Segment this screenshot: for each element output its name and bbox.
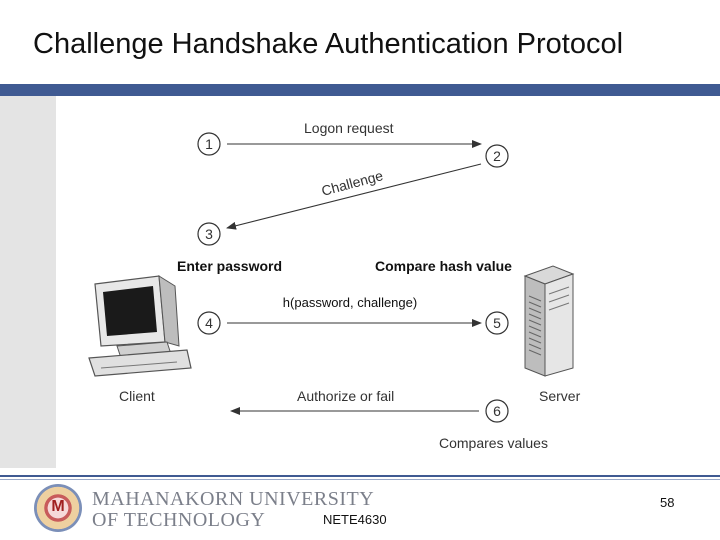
logon-request-label: Logon request [304,120,394,136]
logo-letter: M [51,498,65,515]
step-5: 5 [485,311,509,335]
course-code: NETE4630 [323,512,387,527]
challenge-label: Challenge [320,167,385,199]
slide-title: Challenge Handshake Authentication Proto… [33,28,624,60]
step-5-label: 5 [493,315,501,331]
diagram-canvas: 1 2 3 4 5 6 Logon request Challenge [88,120,581,451]
client-computer-icon [88,275,192,377]
page-number: 58 [660,495,675,510]
hash-function-label: h(password, challenge) [283,295,417,310]
footer-rule-thin [0,479,720,480]
authorize-label: Authorize or fail [297,388,394,404]
step-6-label: 6 [493,403,501,419]
server-icon [523,265,575,377]
challenge-arrow [226,163,482,230]
chap-diagram: 1 2 3 4 5 6 Logon request Challenge [67,106,625,462]
header-band [0,84,720,96]
step-4-label: 4 [205,315,213,331]
step-1: 1 [197,132,221,156]
step-2-label: 2 [493,148,501,164]
step-3-label: 3 [205,226,213,242]
university-logo: M [34,484,82,532]
step-1-label: 1 [205,136,213,152]
compares-values-label: Compares values [439,435,548,451]
step-6: 6 [485,399,509,423]
left-sidebar [0,96,56,468]
client-label: Client [119,388,155,404]
step-4: 4 [197,311,221,335]
server-label: Server [539,388,581,404]
enter-password-label: Enter password [177,258,282,274]
footer-rule [0,475,720,477]
compare-hash-label: Compare hash value [375,258,512,274]
university-name-line2: OF TECHNOLOGY [92,509,266,531]
step-2: 2 [485,144,509,168]
university-name-line1: MAHANAKORN UNIVERSITY [92,488,375,510]
step-3: 3 [197,222,221,246]
